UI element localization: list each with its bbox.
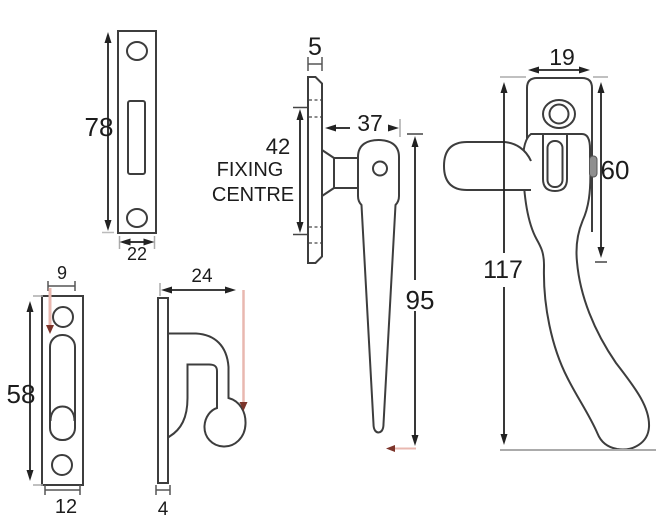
screw-hole-bottom-icon xyxy=(51,454,73,476)
arrow-right-icon xyxy=(225,286,236,294)
arrow-right-icon xyxy=(579,66,590,74)
screw-hole-top-icon xyxy=(126,41,148,61)
bolt-slot xyxy=(49,334,76,441)
neck-block xyxy=(333,157,361,189)
hook-outline xyxy=(167,332,247,448)
handle-length-dimension: 95 xyxy=(406,133,435,446)
arrow-up-icon xyxy=(500,82,508,93)
dim-label-hook-projection: 24 xyxy=(191,266,213,287)
dim-label-mortise-height: 78 xyxy=(85,112,114,142)
arrow-down-icon xyxy=(500,434,508,445)
hook-figure xyxy=(157,297,247,484)
dim-label-fixing-centre: 42 xyxy=(266,134,290,159)
arrow-down-icon xyxy=(46,325,54,334)
mortise-height-dimension: 78 xyxy=(85,32,114,234)
dim-label-keep-width: 12 xyxy=(55,496,77,518)
dim-label-handle-length: 95 xyxy=(406,285,435,315)
hook-thickness-dimension xyxy=(155,485,171,495)
keep-height-dimension: 58 xyxy=(7,295,43,486)
neck-flare-bottom xyxy=(321,187,335,197)
arrow-down-icon xyxy=(411,435,419,446)
keep-plate-outline xyxy=(41,295,84,486)
fixing-centre-caption-line1: FIXING xyxy=(217,159,284,181)
arrow-up-icon xyxy=(26,301,34,312)
front-width-dimension: 19 xyxy=(528,44,590,74)
bolt-end-arc xyxy=(49,405,76,422)
screw-hole-top-icon xyxy=(52,306,74,328)
cockspur-slot-outer xyxy=(542,134,568,193)
front-extension-lines xyxy=(500,76,656,451)
dim-label-mortise-width: 22 xyxy=(127,244,147,264)
arrow-right-icon xyxy=(388,124,399,132)
screw-hole-bottom-icon xyxy=(126,208,148,228)
handle-side-outline xyxy=(357,138,400,434)
keep-plate-figure xyxy=(41,295,84,486)
catch-arm-outline xyxy=(442,141,532,191)
arrow-down-icon xyxy=(239,402,248,411)
mortise-plate-figure xyxy=(117,30,157,234)
fixing-hole-hidden-lines xyxy=(309,99,321,244)
hook-projection-dimension: 24 xyxy=(159,266,236,296)
arrow-left-icon xyxy=(161,286,172,294)
backplate-side-outline xyxy=(307,76,323,264)
spindle-hole-icon xyxy=(548,103,570,125)
arrow-left-icon xyxy=(386,445,395,452)
arrow-up-icon xyxy=(296,109,304,120)
dim-label-side-projection: 37 xyxy=(357,110,383,136)
fastener-side-figure xyxy=(307,76,400,434)
dim-label-keep-height: 58 xyxy=(7,379,36,409)
mortise-slot xyxy=(127,100,146,175)
cockspur-slot-inner xyxy=(546,140,564,188)
dim-label-front-overall-height: 117 xyxy=(483,256,523,284)
arrow-up-icon xyxy=(411,136,419,147)
striker-tab xyxy=(589,155,598,178)
fastener-front-figure xyxy=(442,77,651,451)
arrow-left-icon xyxy=(119,238,131,246)
arrow-up-icon xyxy=(104,32,112,43)
mortise-plate-outline xyxy=(117,30,157,234)
hook-highlight-arrow xyxy=(239,290,248,411)
backplate-front-outline xyxy=(526,77,593,232)
front-overall-height-dimension: 117 xyxy=(483,82,523,445)
spindle-boss-icon xyxy=(542,99,576,129)
dim-label-front-width: 19 xyxy=(549,44,575,70)
arrow-down-icon xyxy=(26,470,34,481)
hook-plate-outline xyxy=(157,297,169,484)
keep-slot-width-dimension xyxy=(47,281,76,291)
plate-thickness-dimension xyxy=(307,57,323,71)
front-plate-height-dimension: 60 xyxy=(595,82,630,263)
dim-label-front-plate-height: 60 xyxy=(601,155,630,185)
side-projection-dimension: 37 xyxy=(325,110,401,137)
arrow-down-icon xyxy=(296,222,304,233)
arrow-down-icon xyxy=(104,220,112,231)
keep-slot-highlight-arrow xyxy=(46,288,54,334)
neck-flare-top xyxy=(321,149,335,159)
arrow-up-icon xyxy=(597,82,605,93)
keep-width-dimension xyxy=(44,485,81,495)
handle-tip-highlight-arrow xyxy=(386,445,416,452)
arrow-left-icon xyxy=(325,124,336,132)
dim-label-plate-thickness: 5 xyxy=(308,33,322,61)
handle-front-outline xyxy=(521,133,651,451)
dim-label-hook-thickness: 4 xyxy=(158,499,169,520)
fixing-centre-caption-line2: CENTRE xyxy=(212,184,294,206)
arrow-right-icon xyxy=(143,238,155,246)
arrow-down-icon xyxy=(597,247,605,258)
dim-label-keep-slot-width: 9 xyxy=(57,263,67,283)
fixing-centre-dimension: 42 FIXING CENTRE xyxy=(212,106,307,236)
pivot-hole-icon xyxy=(372,160,388,177)
mortise-width-dimension: 22 xyxy=(118,236,156,264)
arrow-left-icon xyxy=(528,66,539,74)
